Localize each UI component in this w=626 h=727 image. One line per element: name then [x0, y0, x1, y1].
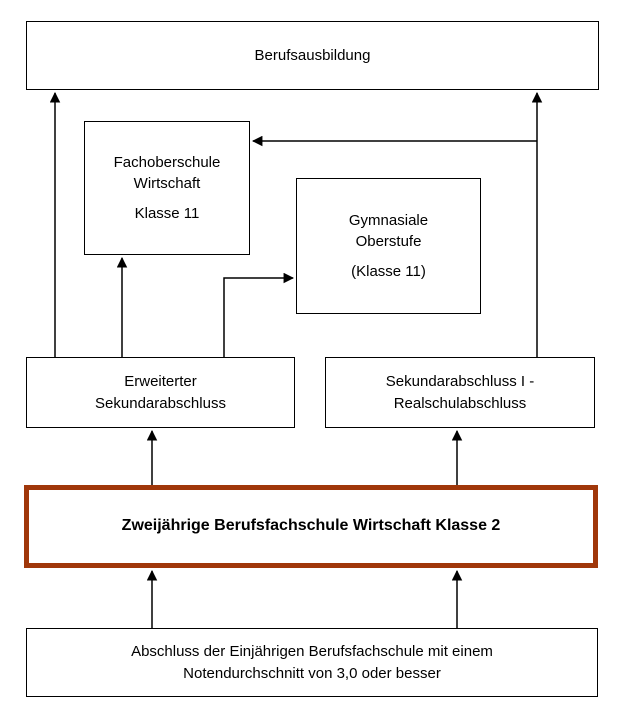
- box-fachoberschule-wirtschaft: Fachoberschule Wirtschaft Klasse 11: [84, 121, 250, 255]
- box-abschluss-einjaehrige-berufsfachschule: Abschluss der Einjährigen Berufsfachschu…: [26, 628, 598, 697]
- box-gymnasiale-line3: (Klasse 11): [351, 263, 426, 281]
- box-gymnasiale-line2: Oberstufe: [355, 232, 422, 250]
- box-erweiterter-sekundarabschluss: Erweiterter Sekundarabschluss: [26, 357, 295, 428]
- box-sekundar1-line1: Sekundarabschluss I -: [385, 373, 535, 391]
- box-gymnasiale-line1: Gymnasiale: [348, 211, 429, 229]
- box-sekundarabschluss-1-realschulabschluss: Sekundarabschluss I - Realschulabschluss: [325, 357, 595, 428]
- box-gymnasiale-oberstufe: Gymnasiale Oberstufe (Klasse 11): [296, 178, 481, 314]
- box-abschluss-line2: Notendurchschnitt von 3,0 oder besser: [183, 664, 441, 682]
- box-zweijaehrige-berufsfachschule-highlighted: Zweijährige Berufsfachschule Wirtschaft …: [24, 485, 598, 568]
- box-fachoberschule-line3: Klasse 11: [134, 205, 200, 223]
- box-sekundar1-line2: Realschulabschluss: [393, 394, 527, 412]
- box-fachoberschule-line2: Wirtschaft: [133, 174, 201, 192]
- arrow-erweiterter-to-gymnasiale-elbow: [223, 272, 295, 357]
- box-berufsausbildung: Berufsausbildung: [26, 21, 599, 90]
- box-abschluss-line1: Abschluss der Einjährigen Berufsfachschu…: [131, 643, 493, 661]
- box-erweiterter-line1: Erweiterter: [124, 373, 197, 391]
- box-erweiterter-line2: Sekundarabschluss: [95, 394, 226, 412]
- box-fachoberschule-line1: Fachoberschule: [113, 153, 221, 171]
- box-zweijaehrige-label: Zweijährige Berufsfachschule Wirtschaft …: [121, 517, 501, 535]
- box-berufsausbildung-label: Berufsausbildung: [254, 46, 371, 64]
